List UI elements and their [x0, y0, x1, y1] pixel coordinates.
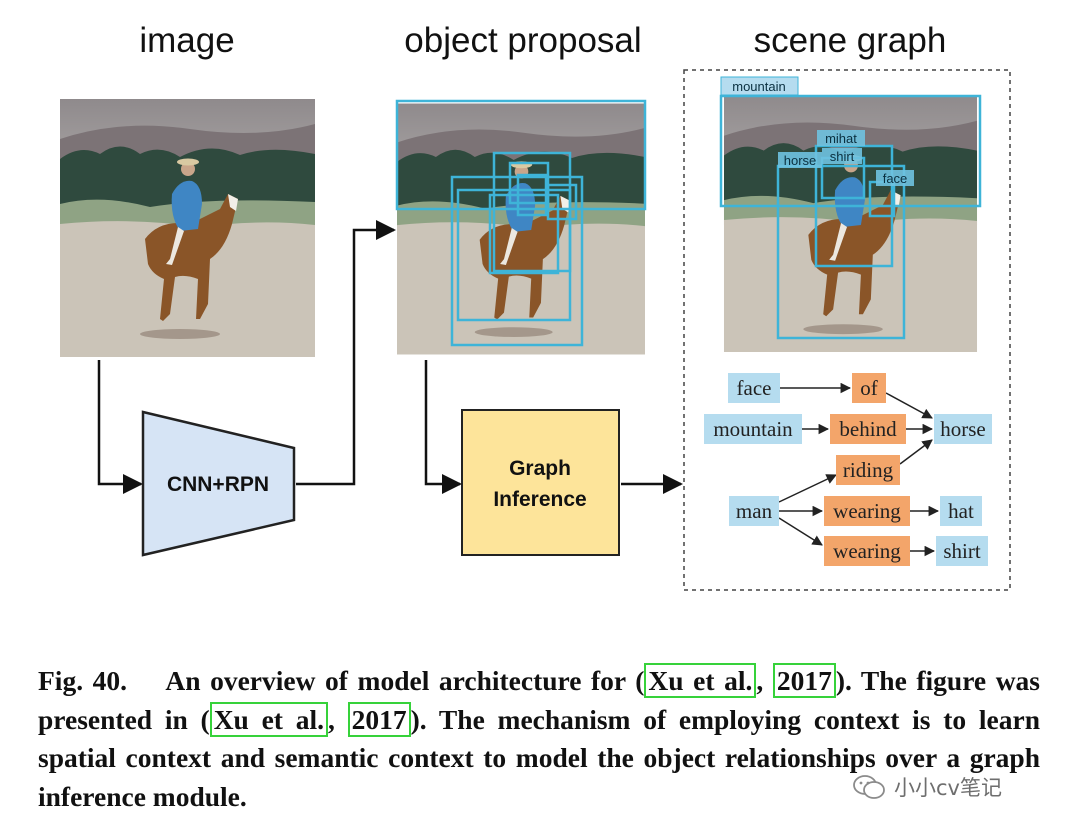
- svg-text:face: face: [737, 376, 772, 400]
- svg-text:face: face: [883, 171, 908, 186]
- citation-link-year-2[interactable]: 2017: [347, 701, 411, 737]
- citation-link-author-2[interactable]: Xu et al.: [209, 701, 328, 737]
- svg-text:horse: horse: [784, 153, 817, 168]
- svg-text:mountain: mountain: [713, 417, 793, 441]
- graph-node-wearing-shirt: wearing: [824, 536, 910, 566]
- graph-node-man: man: [729, 496, 779, 526]
- citation-link-year[interactable]: 2017: [772, 663, 836, 698]
- graph-inference-label-1: Graph: [509, 457, 571, 480]
- graph-node-behind: behind: [830, 414, 906, 444]
- graph-node-riding: riding: [836, 455, 900, 485]
- column-title-image: image: [139, 21, 234, 60]
- figure-caption: Fig. 40. An overview of model architectu…: [38, 662, 1040, 816]
- scene-box-label-shirt: shirt: [822, 148, 862, 164]
- svg-text:mihat: mihat: [825, 131, 857, 146]
- svg-text:shirt: shirt: [943, 539, 981, 563]
- graph-inference-module: Graph Inference: [461, 409, 620, 556]
- citation-link-author[interactable]: Xu et al.: [644, 663, 757, 698]
- svg-text:riding: riding: [843, 458, 894, 482]
- graph-node-mountain: mountain: [704, 414, 802, 444]
- svg-text:horse: horse: [940, 417, 986, 441]
- column-title-scene-graph: scene graph: [754, 21, 947, 60]
- wechat-icon: [853, 775, 885, 799]
- graph-node-hat: hat: [940, 496, 982, 526]
- svg-text:mountain: mountain: [732, 79, 785, 94]
- cnn-rpn-label: CNN+RPN: [167, 473, 269, 496]
- scene-graph-nodes: face of mountain behind horse riding man: [704, 373, 992, 566]
- caption-sep-1: ,: [756, 665, 773, 696]
- watermark: 小小cv笔记: [852, 772, 1002, 802]
- scene-graph-image: mountain mihat horse shirt face: [719, 76, 982, 352]
- proposal-boxes: [395, 99, 647, 347]
- svg-text:wearing: wearing: [833, 539, 901, 563]
- svg-text:of: of: [860, 376, 878, 400]
- graph-node-wearing-hat: wearing: [824, 496, 910, 526]
- column-title-object-proposal: object proposal: [404, 21, 641, 60]
- svg-text:hat: hat: [948, 499, 974, 523]
- caption-sep-2: ,: [328, 703, 348, 735]
- input-image: [60, 99, 315, 357]
- svg-text:shirt: shirt: [830, 149, 855, 164]
- caption-text-2: ). The figure was presented in (: [38, 665, 1041, 735]
- svg-text:behind: behind: [839, 417, 897, 441]
- graph-node-shirt: shirt: [936, 536, 988, 566]
- scene-box-label-mountain: mountain: [720, 76, 799, 96]
- svg-text:wearing: wearing: [833, 499, 901, 523]
- watermark-text: 小小cv笔记: [894, 776, 1002, 800]
- cnn-rpn-module: CNN+RPN: [141, 410, 296, 557]
- scene-graph-edges: [778, 382, 940, 557]
- flow-arrows: [97, 220, 683, 494]
- graph-node-horse: horse: [934, 414, 992, 444]
- scene-box-label-mihat: mihat: [817, 130, 865, 146]
- caption-text-3: ). The mechanism of employing context is…: [38, 703, 1041, 812]
- graph-inference-label-2: Inference: [493, 488, 586, 511]
- scene-box-label-horse: horse: [778, 152, 822, 168]
- svg-text:man: man: [736, 499, 773, 523]
- figure-number: Fig. 40.: [38, 665, 128, 696]
- graph-node-face: face: [728, 373, 780, 403]
- architecture-figure: image object proposal scene graph: [60, 21, 1011, 591]
- caption-text-1: An overview of model architecture for (: [165, 665, 645, 696]
- scene-box-label-face: face: [876, 170, 914, 186]
- scene-graph-frame: [683, 69, 1011, 591]
- graph-node-of: of: [852, 373, 886, 403]
- proposal-image: [395, 99, 647, 355]
